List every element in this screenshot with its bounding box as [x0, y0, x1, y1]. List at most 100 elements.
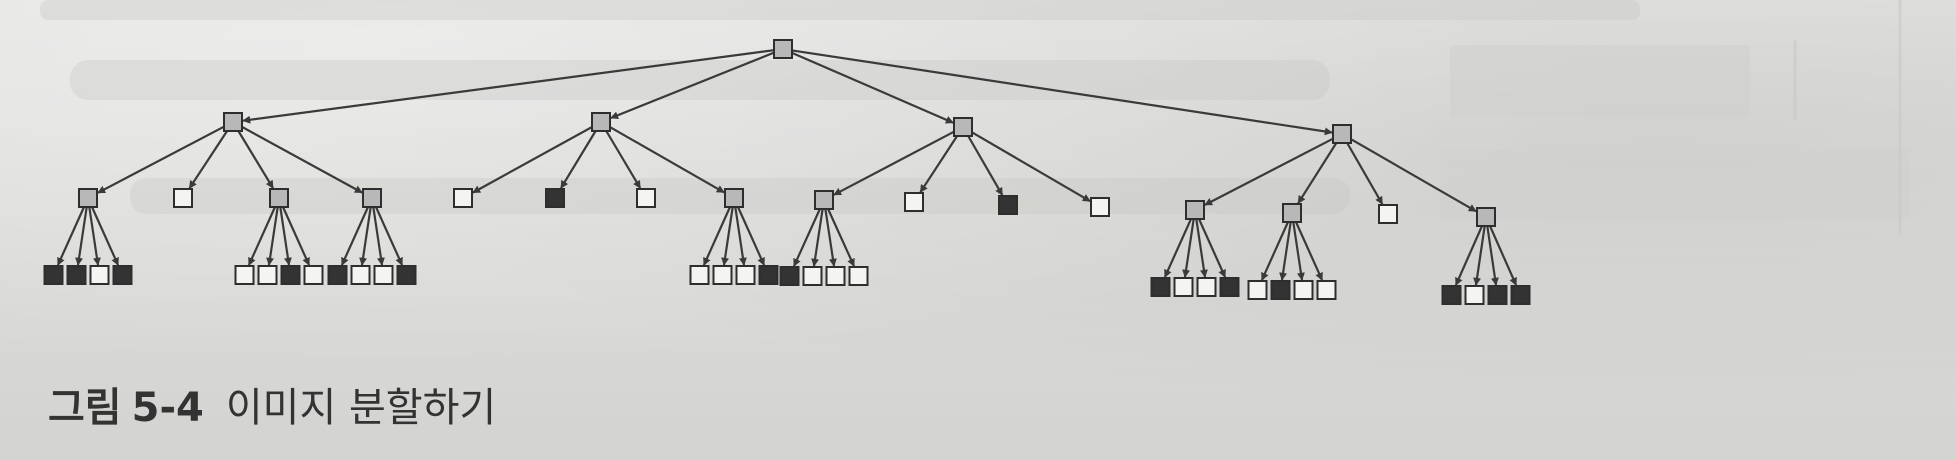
tree-edge [824, 208, 837, 267]
leaf-node [303, 265, 324, 285]
leaf-node [89, 265, 110, 285]
tree-edge [967, 135, 1004, 196]
level1-node [591, 112, 611, 132]
tree-edge [1486, 225, 1499, 286]
tree-edge [281, 206, 311, 266]
tree-edge [721, 206, 734, 266]
level1-node [953, 117, 973, 137]
leaf-node [735, 265, 756, 285]
leaf-node [712, 265, 733, 285]
leaf-node [280, 265, 301, 285]
tree-edge [266, 206, 279, 266]
leaf-node [1270, 280, 1291, 300]
tree-edge [1292, 221, 1305, 281]
leaf-node [66, 265, 87, 285]
leaf-node [1441, 285, 1462, 305]
leaf-node [396, 265, 417, 285]
tree-edge [359, 206, 372, 266]
tree-edge [1260, 221, 1290, 281]
level2-node [78, 188, 98, 208]
tree-edge [791, 51, 954, 124]
tree-edge [279, 206, 292, 266]
tree-edge [609, 126, 725, 194]
tree-edge [1163, 218, 1193, 278]
tree-edge [242, 49, 775, 124]
tree-edge [241, 125, 363, 194]
leaf-node [1150, 277, 1171, 297]
leaf-node [1293, 280, 1314, 300]
tree-edge [237, 130, 274, 189]
tree-edge [374, 206, 404, 266]
leaf-node [1219, 277, 1240, 297]
tree-edge [372, 206, 385, 266]
tree-edge [1204, 137, 1334, 206]
leaf-node [998, 195, 1018, 215]
tree-edge [919, 135, 959, 193]
tree-edge [1195, 218, 1208, 278]
tree-edge [702, 206, 732, 266]
leaf-node [257, 265, 278, 285]
leaf-node [327, 265, 348, 285]
leaf-node [758, 265, 779, 285]
leaf-node [848, 266, 869, 286]
level2-node [1282, 203, 1302, 223]
tree-edge [827, 208, 856, 267]
leaf-node [373, 265, 394, 285]
tree-edge [97, 125, 225, 194]
leaf-node [1196, 277, 1217, 297]
tree-edge [340, 206, 370, 266]
tree-edges [56, 49, 1518, 286]
tree-edge [791, 49, 1333, 136]
tree-edge [833, 130, 955, 196]
leaf-node [350, 265, 371, 285]
leaf-node [1464, 285, 1485, 305]
level2-node [1476, 207, 1496, 227]
tree-edge [1297, 142, 1338, 204]
tree-edge [971, 131, 1091, 203]
leaf-node [779, 266, 800, 286]
leaf-node [802, 266, 823, 286]
leaf-node [904, 192, 924, 212]
tree-edge [736, 206, 766, 266]
tree-edge [1346, 142, 1384, 205]
leaf-node [453, 188, 473, 208]
leaf-node [545, 188, 565, 208]
leaf-node [112, 265, 133, 285]
leaf-node [1510, 285, 1531, 305]
level2-node [814, 190, 834, 210]
level2-node [362, 188, 382, 208]
leaf-node [1487, 285, 1508, 305]
tree-edge [1473, 225, 1486, 286]
tree-edge [610, 51, 775, 120]
leaf-node [1090, 197, 1110, 217]
tree-edge [472, 126, 593, 194]
tree-edge [188, 130, 229, 189]
tree-edge [811, 208, 824, 267]
tree-edge [734, 206, 747, 266]
leaf-node [1173, 277, 1194, 297]
leaf-node [689, 265, 710, 285]
leaf-node [636, 188, 656, 208]
tree-edge [90, 206, 120, 266]
leaf-node [1316, 280, 1337, 300]
tree-edge [56, 206, 86, 266]
leaf-node [1378, 204, 1398, 224]
level1-node [1332, 124, 1352, 144]
tree-edge [1294, 221, 1324, 281]
leaf-node [825, 266, 846, 286]
tree-edge [1350, 138, 1477, 213]
tree-edge [1182, 218, 1195, 278]
tree-edge [75, 206, 88, 266]
caption-number: 5-4 [131, 385, 204, 431]
level2-node [269, 188, 289, 208]
tree-nodes [43, 39, 1531, 305]
tree-edge [1488, 225, 1518, 286]
tree-edge [792, 208, 821, 267]
tree-edge [88, 206, 101, 266]
tree-edge [1279, 221, 1292, 281]
root-node [773, 39, 793, 59]
leaf-node [234, 265, 255, 285]
level2-node [1185, 200, 1205, 220]
level2-node [724, 188, 744, 208]
